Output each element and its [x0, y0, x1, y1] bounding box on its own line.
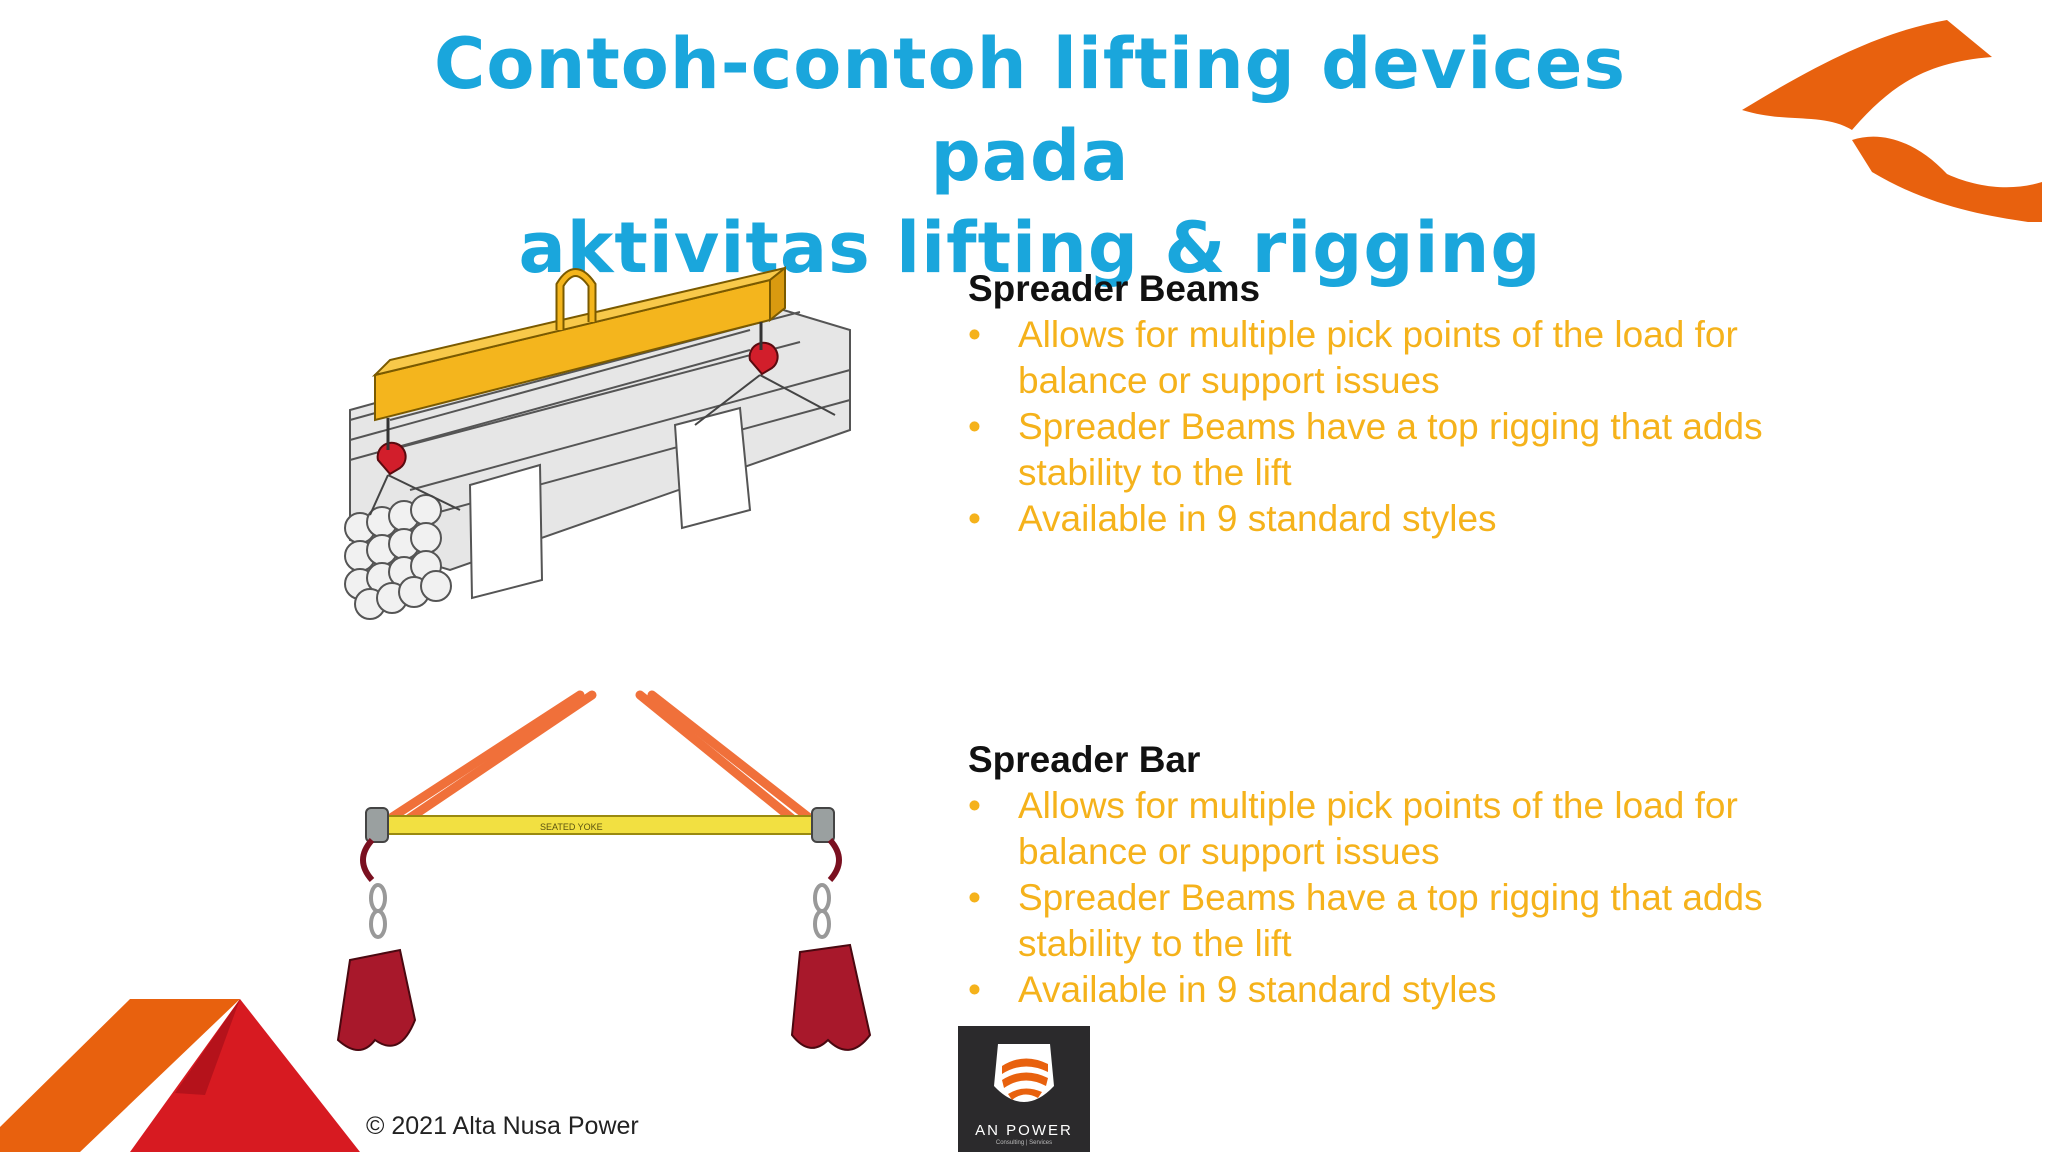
bullet-text: Allows for multiple pick points of the l… — [1018, 785, 1738, 872]
bullet-dot-icon: • — [968, 877, 981, 918]
title-line-2: aktivitas lifting & rigging — [518, 207, 1542, 289]
bullet-dot-icon: • — [968, 969, 981, 1010]
title-line-1: Contoh-contoh lifting devices pada — [434, 23, 1626, 197]
bullet-item: • Allows for multiple pick points of the … — [968, 783, 1828, 875]
bullet-item: • Available in 9 standard styles — [968, 967, 1828, 1013]
spreader-beam-illustration — [344, 265, 851, 620]
bullet-dot-icon: • — [968, 406, 981, 447]
bullet-text: Allows for multiple pick points of the l… — [1018, 314, 1738, 401]
bullet-dot-icon: • — [968, 314, 981, 355]
brand-logo-mark — [1742, 20, 2042, 222]
bullet-text: Spreader Beams have a top rigging that a… — [1018, 877, 1763, 964]
bullet-dot-icon: • — [968, 785, 981, 826]
bullet-text: Spreader Beams have a top rigging that a… — [1018, 406, 1763, 493]
bullet-text: Available in 9 standard styles — [1018, 498, 1497, 539]
bullet-item: • Available in 9 standard styles — [968, 496, 1828, 542]
an-power-emblem-icon — [994, 1044, 1054, 1102]
corner-decoration — [0, 999, 360, 1152]
slide-title: Contoh-contoh lifting devices pada aktiv… — [330, 18, 1730, 294]
an-power-logo: AN POWER Consulting | Services — [958, 1026, 1090, 1152]
bullet-item: • Allows for multiple pick points of the … — [968, 312, 1828, 404]
bullet-list: • Allows for multiple pick points of the … — [968, 312, 1828, 542]
bullet-text: Available in 9 standard styles — [1018, 969, 1497, 1010]
bar-print-text: SEATED YOKE — [540, 822, 603, 832]
bullet-item: • Spreader Beams have a top rigging that … — [968, 404, 1828, 496]
bullet-dot-icon: • — [968, 498, 981, 539]
bullet-item: • Spreader Beams have a top rigging that … — [968, 875, 1828, 967]
spreader-bar-photo: SEATED YOKE — [336, 690, 872, 1051]
spreader-bar-section: Spreader Bar • Allows for multiple pick p… — [968, 737, 1828, 1013]
spreader-beams-section: Spreader Beams • Allows for multiple pick… — [968, 266, 1828, 542]
logo-name: AN POWER — [975, 1122, 1073, 1139]
copyright-text: © 2021 Alta Nusa Power — [366, 1112, 639, 1140]
section-heading: Spreader Bar — [968, 739, 1201, 780]
section-heading: Spreader Beams — [968, 268, 1261, 309]
logo-subtitle: Consulting | Services — [995, 1140, 1053, 1146]
bullet-list: • Allows for multiple pick points of the … — [968, 783, 1828, 1013]
